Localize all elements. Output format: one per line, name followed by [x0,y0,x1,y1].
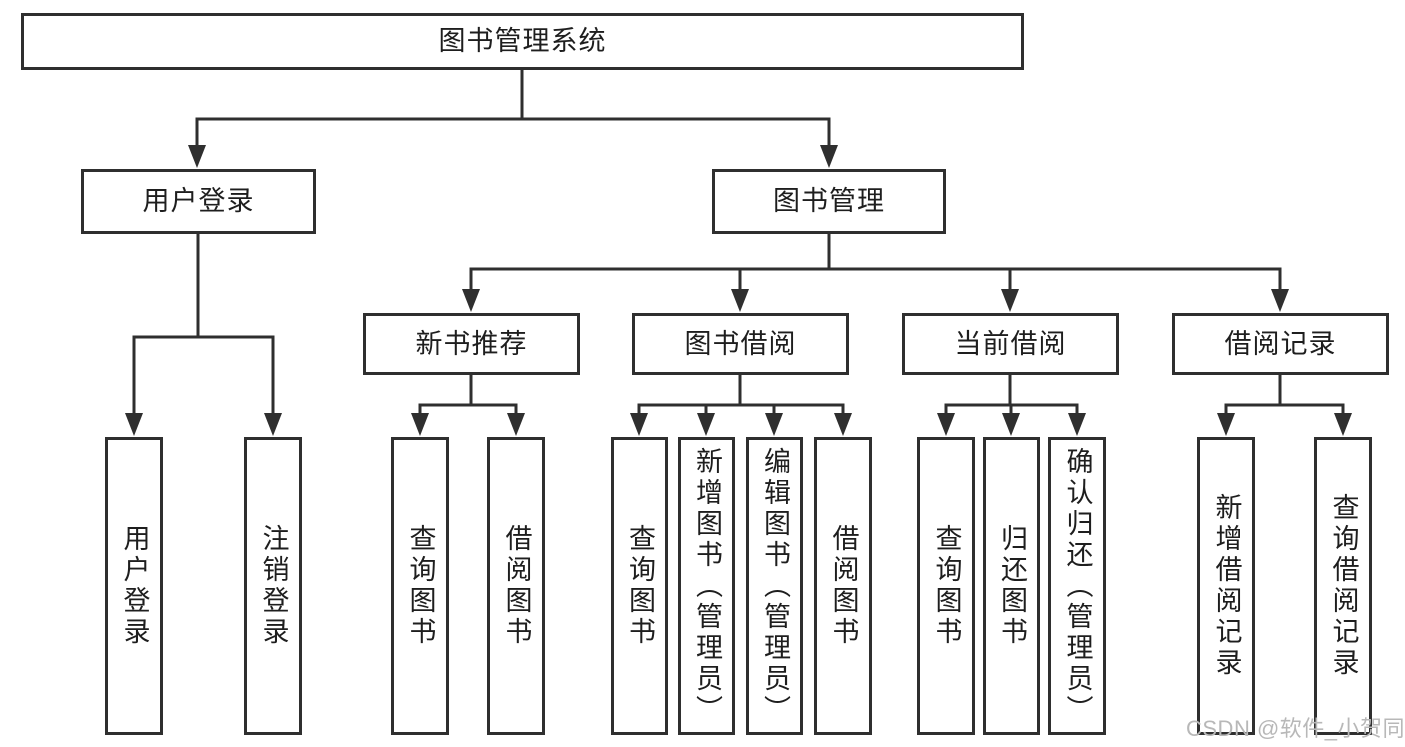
node-root-system: 图书管理系统 [21,13,1024,70]
node-new-book-recommend: 新书推荐 [363,313,580,375]
leaf-user-login: 用户登录 [105,437,163,735]
node-borrow-records-label: 借阅记录 [1224,328,1337,359]
node-book-management-label: 图书管理 [773,186,885,216]
leaf-add-books-admin-label: 新增图书（管理员） [692,446,722,726]
leaf-query-books-current-label: 查询图书 [931,524,962,648]
leaf-query-books-recommend-label: 查询图书 [405,524,436,648]
node-user-login-label: 用户登录 [142,186,255,216]
node-new-book-recommend-label: 新书推荐 [415,328,528,359]
node-current-borrow-label: 当前借阅 [954,328,1067,359]
node-book-borrow-label: 图书借阅 [684,328,797,359]
leaf-edit-books-admin: 编辑图书（管理员） [746,437,803,735]
leaf-query-books-current: 查询图书 [917,437,975,735]
leaf-add-borrow-record: 新增借阅记录 [1197,437,1255,735]
arrowhead-icons [125,145,1352,436]
leaf-logout-login-label: 注销登录 [258,524,289,648]
leaf-add-borrow-record-label: 新增借阅记录 [1211,493,1242,679]
node-book-management: 图书管理 [712,169,946,234]
leaf-query-borrow-record: 查询借阅记录 [1314,437,1372,735]
leaf-query-books-recommend: 查询图书 [391,437,449,735]
node-root-label: 图书管理系统 [438,26,607,56]
leaf-query-books-borrow-label: 查询图书 [625,524,655,648]
leaf-add-books-admin: 新增图书（管理员） [678,437,735,735]
csdn-watermark: CSDN @软件_小贺同学 [1186,716,1405,741]
leaf-borrow-books-label: 借阅图书 [828,524,859,648]
node-borrow-records: 借阅记录 [1172,313,1389,375]
leaf-borrow-books-recommend-label: 借阅图书 [501,524,532,648]
node-book-borrow: 图书借阅 [632,313,849,375]
node-user-login: 用户登录 [81,169,316,234]
leaf-query-books-borrow: 查询图书 [611,437,668,735]
node-current-borrow: 当前借阅 [902,313,1119,375]
leaf-confirm-return-admin-label: 确认归还（管理员） [1062,446,1093,726]
leaf-logout-login: 注销登录 [244,437,302,735]
leaf-return-books: 归还图书 [983,437,1040,735]
leaf-return-books-label: 归还图书 [997,524,1027,648]
leaf-confirm-return-admin: 确认归还（管理员） [1048,437,1106,735]
leaf-edit-books-admin-label: 编辑图书（管理员） [760,446,790,726]
leaf-borrow-books: 借阅图书 [814,437,872,735]
leaf-user-login-label: 用户登录 [119,524,150,648]
leaf-query-borrow-record-label: 查询借阅记录 [1328,493,1359,679]
leaf-borrow-books-recommend: 借阅图书 [487,437,545,735]
